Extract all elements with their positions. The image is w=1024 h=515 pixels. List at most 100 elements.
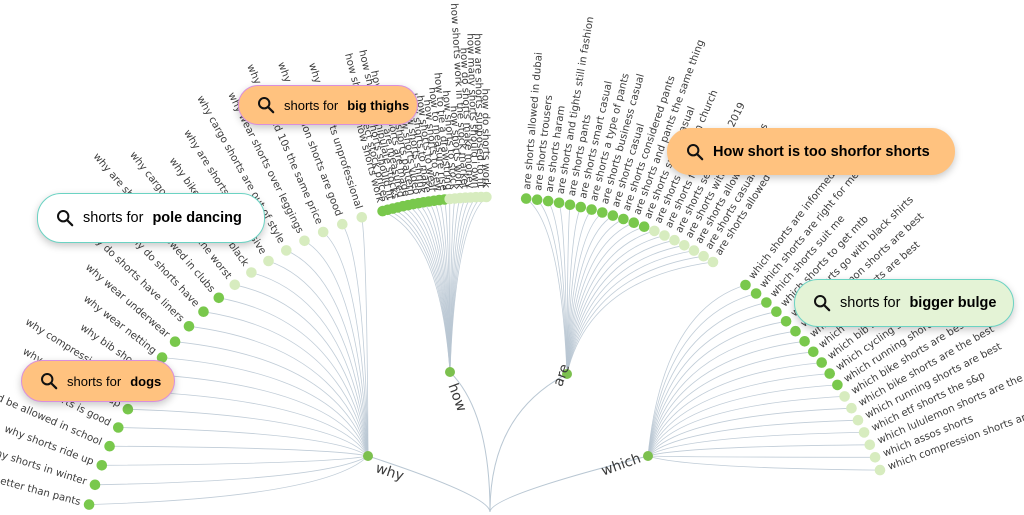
leaf-link	[566, 215, 614, 375]
query-node[interactable]	[531, 194, 543, 205]
leaf-link	[647, 362, 822, 457]
query-node[interactable]	[104, 440, 115, 452]
query-node[interactable]	[858, 427, 870, 438]
query-node[interactable]	[771, 306, 782, 318]
leaf-link	[525, 198, 568, 375]
query-node[interactable]	[553, 197, 565, 209]
search-icon	[257, 96, 275, 114]
query-node[interactable]	[740, 279, 751, 291]
hub-label-are: are	[550, 362, 573, 389]
hub-node[interactable]	[363, 451, 373, 461]
query-node[interactable]	[628, 217, 640, 228]
query-node[interactable]	[846, 402, 857, 414]
query-label[interactable]: how are shorts supposed to fit	[472, 33, 486, 188]
query-node[interactable]	[183, 321, 195, 332]
query-node[interactable]	[213, 292, 225, 304]
search-icon	[56, 209, 74, 227]
pill-bigger-bulge[interactable]: shorts for bigger bulge	[794, 279, 1014, 327]
query-label[interactable]: how do shorts work	[479, 88, 491, 188]
query-node[interactable]	[299, 235, 310, 247]
query-node[interactable]	[679, 240, 690, 251]
query-node[interactable]	[790, 325, 801, 337]
leaf-link	[188, 325, 369, 457]
leaf-link	[218, 297, 369, 457]
pill-too-short[interactable]: How short is too shorfor shorts	[667, 128, 955, 175]
search-icon	[40, 372, 58, 390]
leaf-link	[647, 432, 865, 457]
pill-lead: shorts for	[67, 373, 122, 389]
query-node[interactable]	[688, 245, 700, 256]
query-node[interactable]	[698, 250, 709, 262]
query-node[interactable]	[618, 213, 629, 225]
query-node[interactable]	[356, 212, 368, 223]
leaf-link	[566, 235, 665, 375]
query-node[interactable]	[780, 316, 792, 327]
query-node[interactable]	[669, 234, 680, 246]
hub-label-which: which	[599, 451, 643, 480]
query-node[interactable]	[229, 279, 241, 291]
query-node[interactable]	[597, 207, 608, 218]
hub-link	[489, 373, 568, 513]
leaf-link	[268, 260, 369, 457]
query-node[interactable]	[874, 464, 886, 476]
query-node[interactable]	[707, 256, 719, 268]
pill-dogs[interactable]: shorts for dogs	[21, 360, 175, 402]
query-node[interactable]	[96, 460, 108, 471]
query-label[interactable]: how many shorts should i own	[464, 33, 480, 188]
hub-link	[449, 371, 491, 513]
query-node[interactable]	[89, 479, 101, 491]
query-node[interactable]	[122, 403, 134, 415]
query-node[interactable]	[864, 439, 876, 451]
query-node[interactable]	[816, 357, 827, 368]
query-node[interactable]	[799, 336, 810, 347]
query-node[interactable]	[317, 226, 329, 238]
query-node[interactable]	[761, 297, 772, 308]
leaf-link	[566, 239, 675, 375]
pill-lead: shorts for	[83, 210, 144, 226]
leaf-link	[566, 244, 685, 375]
leaf-link	[149, 373, 369, 457]
pill-pole-dancing[interactable]: shorts for pole dancing	[37, 193, 265, 243]
query-node[interactable]	[337, 218, 348, 230]
query-node[interactable]	[113, 422, 124, 433]
query-node[interactable]	[832, 379, 843, 391]
query-node[interactable]	[586, 204, 597, 215]
leaf-link	[127, 408, 369, 457]
leaf-link	[566, 250, 695, 375]
query-node[interactable]	[852, 414, 864, 426]
leaf-link	[322, 231, 369, 457]
query-node[interactable]	[542, 195, 554, 207]
query-node[interactable]	[246, 267, 257, 278]
query-node[interactable]	[869, 452, 881, 463]
hub-label-how: how	[444, 381, 469, 414]
query-node[interactable]	[649, 225, 660, 237]
query-node[interactable]	[83, 499, 95, 510]
query-node[interactable]	[198, 306, 209, 318]
query-node[interactable]	[750, 288, 762, 299]
query-node[interactable]	[839, 391, 850, 402]
query-node[interactable]	[169, 336, 181, 348]
leaf-link	[566, 212, 603, 375]
leaf-link	[547, 200, 568, 375]
query-node[interactable]	[638, 221, 650, 232]
query-node[interactable]	[281, 245, 292, 256]
hub-node[interactable]	[562, 369, 572, 379]
hub-node[interactable]	[445, 367, 455, 377]
query-node[interactable]	[263, 255, 274, 267]
leaf-link	[647, 311, 777, 457]
query-node[interactable]	[824, 368, 835, 379]
leaf-link	[647, 302, 767, 457]
hub-node[interactable]	[643, 451, 653, 461]
leaf-link	[647, 340, 805, 457]
query-node[interactable]	[575, 201, 587, 213]
query-node[interactable]	[564, 199, 576, 211]
query-node[interactable]	[481, 191, 492, 203]
leaf-link	[203, 311, 369, 457]
query-node[interactable]	[659, 230, 670, 241]
query-node[interactable]	[520, 193, 532, 204]
pill-big-thighs[interactable]: shorts for big thighs	[238, 85, 418, 125]
query-node[interactable]	[607, 210, 619, 221]
query-node[interactable]	[808, 346, 819, 358]
